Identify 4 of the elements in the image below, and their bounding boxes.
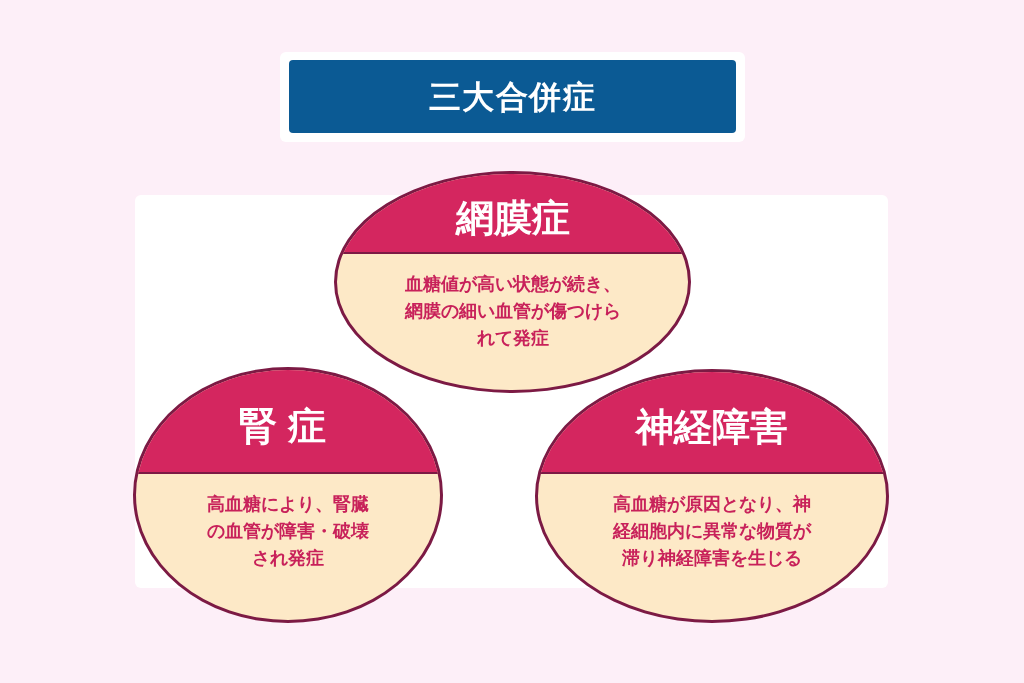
description: 高血糖が原因となり、神経細胞内に異常な物質が滞り神経障害を生じる (611, 492, 813, 570)
description: 高血糖により、腎臓の血管が障害・破壊され発症 (206, 492, 370, 570)
title-banner: 三大合併症 (289, 60, 736, 133)
description: 血糖値が高い状態が続き、網膜の細い血管が傷つけられて発症 (403, 272, 622, 350)
